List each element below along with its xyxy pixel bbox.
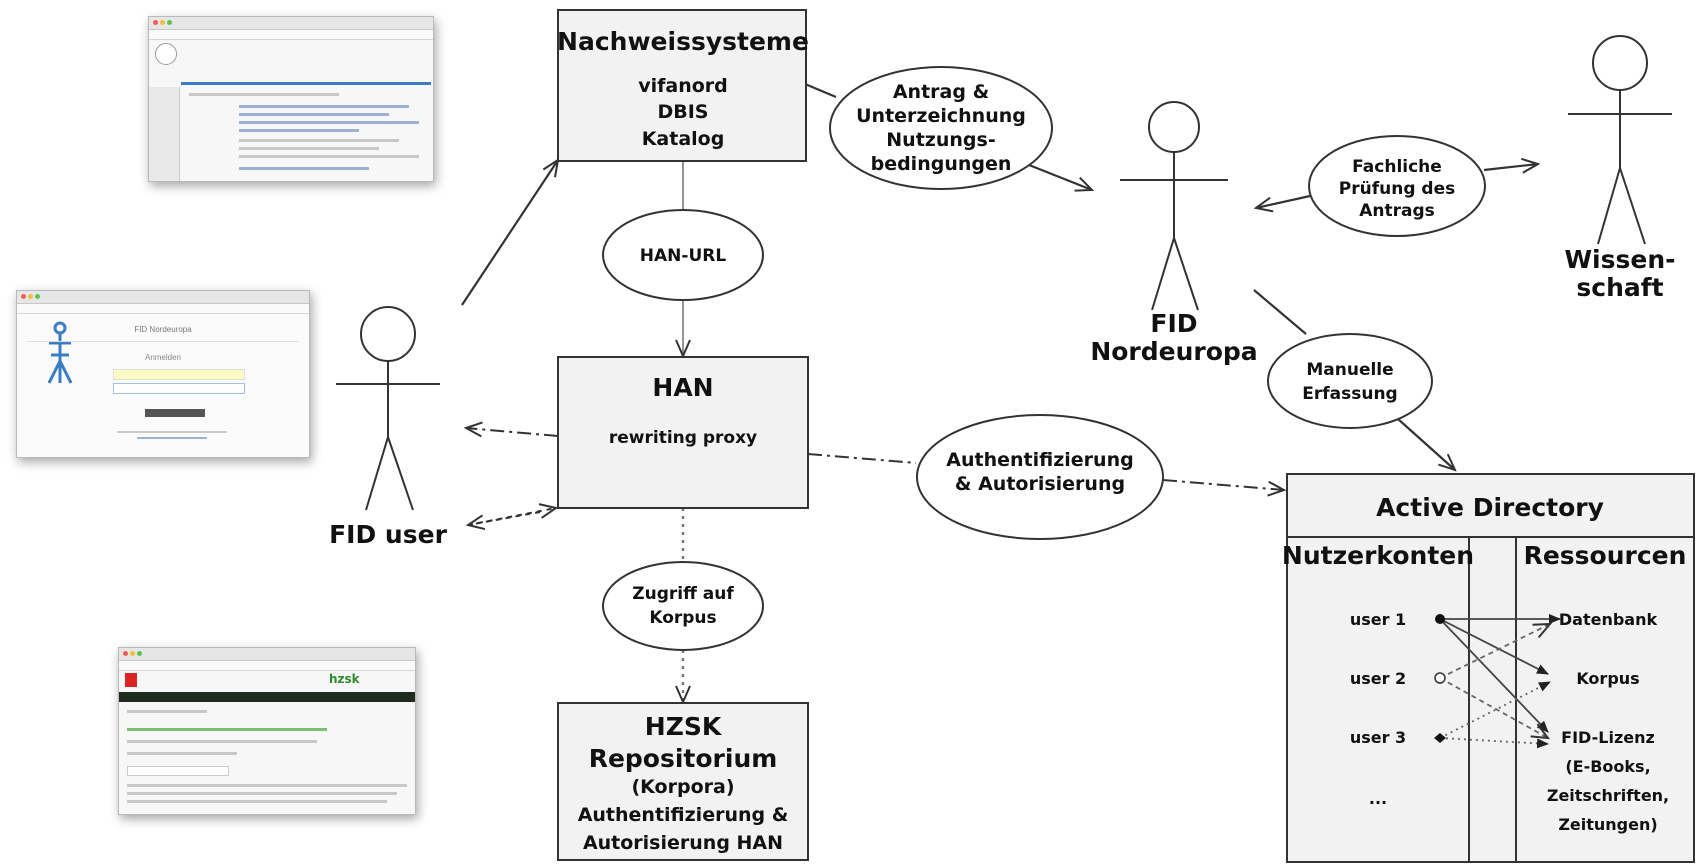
ad-resource-fid-lizenz: FID-Lizenz — [1561, 728, 1655, 747]
hzsk-line-3: (Korpora) — [631, 776, 734, 798]
nachweis-line-1: vifanord — [638, 75, 728, 97]
ad-users-header: Nutzerkonten — [1282, 541, 1474, 570]
pruefung-line-1: Fachliche — [1352, 157, 1442, 177]
ad-user-more: ... — [1369, 789, 1387, 808]
edge-user-to-nachweis — [461, 160, 558, 306]
login-form-title: Anmelden — [144, 353, 182, 362]
map-user1-fid-lizenz — [1439, 618, 1549, 733]
han-title: HAN — [652, 373, 713, 402]
ad-resource-zeitschriften: Zeitschriften, — [1547, 786, 1669, 805]
actor-fid-user-label: FID user — [329, 520, 447, 549]
edge-pruefung-to-nordeuropa — [1256, 194, 1311, 208]
ad-resource-datenbank: Datenbank — [1559, 610, 1658, 629]
ad-title: Active Directory — [1376, 493, 1604, 522]
login-username-field — [113, 369, 245, 380]
edge-auth-to-ad — [1162, 479, 1284, 490]
user-1-dot — [1435, 614, 1445, 624]
login-button — [145, 409, 205, 417]
user-3-diamond — [1434, 733, 1446, 743]
actor-wissenschaft-line-2: schaft — [1576, 273, 1663, 302]
nachweissysteme-box: Nachweissysteme vifanord DBIS Katalog — [557, 9, 809, 162]
edge-erfassung-to-ad — [1397, 418, 1455, 470]
nachweis-line-3: Katalog — [642, 128, 725, 150]
zugriff-line-1: Zugriff auf — [632, 584, 734, 604]
actor-nordeuropa-line-1: FID — [1150, 309, 1197, 338]
antrag-line-2: Unterzeichnung — [856, 105, 1026, 127]
nachweis-line-2: DBIS — [657, 101, 708, 123]
user-2-dot — [1434, 672, 1446, 684]
han-url-ellipse: HAN-URL — [602, 209, 764, 301]
actor-wissenschaft-line-1: Wissen- — [1564, 245, 1675, 274]
hzsk-line-2: Repositorium — [589, 744, 778, 773]
edge-antrag-to-nordeuropa — [1023, 161, 1092, 190]
antrag-line-3: Nutzungs- — [886, 129, 995, 151]
actor-wissenschaft: Wissen- schaft — [1564, 35, 1676, 302]
login-screenshot-thumbnail: FID Nordeuropa Anmelden — [16, 290, 310, 458]
login-heading: FID Nordeuropa — [134, 325, 192, 334]
edge-pruefung-to-wissenschaft — [1483, 164, 1538, 170]
hzsk-line-5: Autorisierung HAN — [583, 832, 783, 854]
ad-user-3: user 3 — [1350, 728, 1406, 747]
ad-user-1: user 1 — [1350, 610, 1406, 629]
pruefung-ellipse: Fachliche Prüfung des Antrags — [1308, 135, 1486, 237]
catalog-screenshot-thumbnail — [148, 16, 434, 182]
uhh-logo-icon — [125, 673, 137, 687]
hzsk-repository-box: HZSK Repositorium (Korpora) Authentifizi… — [557, 702, 809, 861]
map-user3-korpus — [1439, 681, 1551, 739]
edge-han-to-auth — [807, 453, 917, 464]
zugriff-ellipse: Zugriff auf Korpus — [602, 561, 764, 651]
han-box: HAN rewriting proxy — [557, 356, 809, 509]
ad-resource-ebooks: (E-Books, — [1565, 757, 1650, 776]
pruefung-line-2: Prüfung des — [1339, 179, 1455, 199]
erfassung-line-2: Erfassung — [1302, 384, 1397, 404]
antrag-line-1: Antrag & — [893, 81, 989, 103]
ad-resources-header: Ressourcen — [1524, 541, 1687, 570]
hzsk-screenshot-thumbnail: hzsk — [118, 647, 416, 815]
ad-resource-korpus: Korpus — [1576, 669, 1639, 688]
auth-line-2: & Autorisierung — [955, 473, 1125, 495]
auth-ellipse: Authentifizierung & Autorisierung — [916, 414, 1164, 540]
edge-user-to-han — [467, 508, 556, 526]
edge-nachweis-to-antrag — [804, 82, 837, 99]
actor-fid-user: FID user — [329, 306, 448, 549]
ad-user-2: user 2 — [1350, 669, 1406, 688]
antrag-line-4: bedingungen — [871, 153, 1012, 175]
edge-nordeuropa-to-erfassung — [1253, 289, 1307, 335]
edge-user-from-han — [468, 511, 541, 525]
hzsk-line-1: HZSK — [645, 712, 723, 741]
han-url-label: HAN-URL — [640, 246, 727, 266]
nachweis-title: Nachweissysteme — [557, 27, 809, 56]
login-password-field — [113, 383, 245, 394]
actor-fid-nordeuropa: FID Nordeuropa — [1090, 101, 1258, 366]
auth-line-1: Authentifizierung — [946, 449, 1133, 471]
han-subtitle: rewriting proxy — [609, 428, 757, 448]
map-user3-fid-lizenz — [1439, 737, 1549, 749]
erfassung-ellipse: Manuelle Erfassung — [1267, 333, 1433, 429]
actor-nordeuropa-line-2: Nordeuropa — [1090, 337, 1257, 366]
active-directory-box: Active Directory Nutzerkonten Ressourcen… — [1282, 473, 1695, 863]
hzsk-line-4: Authentifizierung & — [578, 804, 789, 826]
ad-resource-zeitungen: Zeitungen) — [1558, 815, 1657, 834]
erfassung-line-1: Manuelle — [1306, 360, 1393, 380]
zugriff-line-2: Korpus — [649, 608, 716, 628]
antrag-ellipse: Antrag & Unterzeichnung Nutzungs- beding… — [829, 66, 1053, 190]
pruefung-line-3: Antrags — [1359, 201, 1435, 221]
hzsk-logo: hzsk — [329, 672, 360, 686]
map-user2-fid-lizenz — [1439, 677, 1548, 738]
edge-han-to-user — [466, 428, 559, 436]
map-user2-datenbank — [1439, 624, 1550, 679]
map-user1-korpus — [1439, 618, 1549, 675]
